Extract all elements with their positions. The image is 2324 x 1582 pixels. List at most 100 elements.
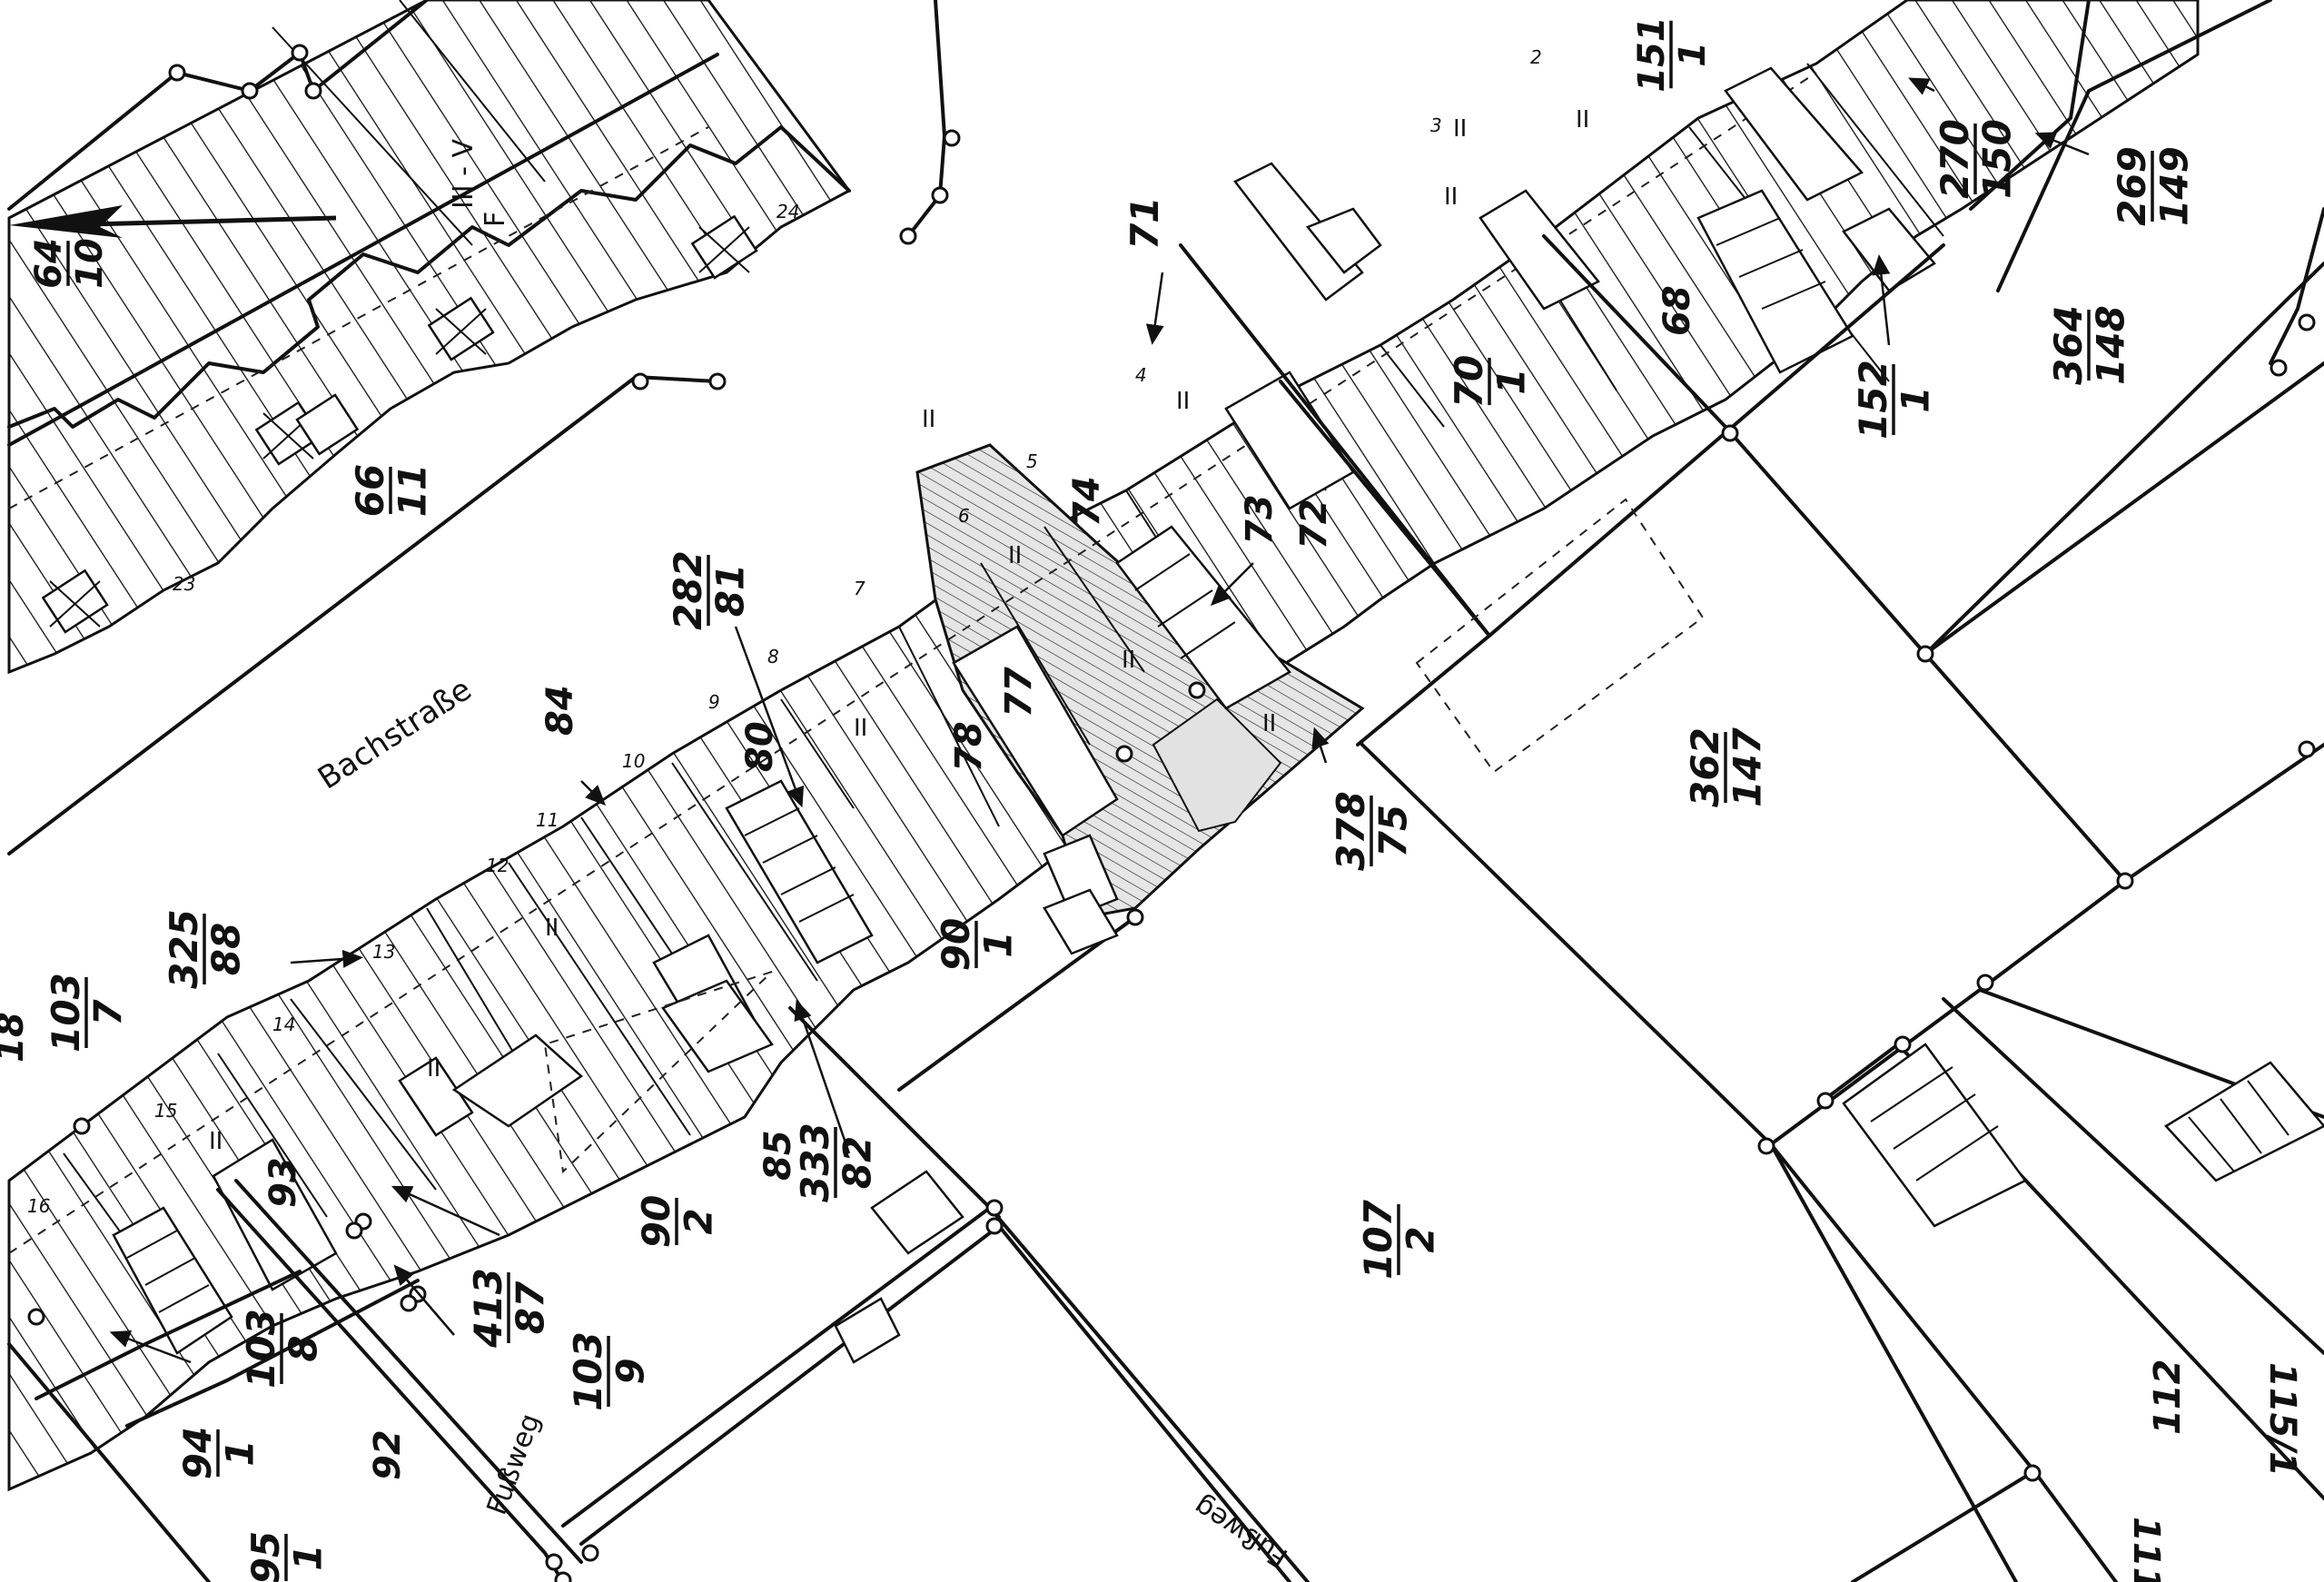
house-number-11: 11: [536, 809, 559, 831]
leader-arrows: [109, 77, 2090, 1364]
street-edge-nw: [7, 53, 719, 447]
building-nw-dashed-line: [8, 126, 709, 509]
parcel-112: 112: [2147, 1360, 2189, 1436]
fraction-numerator: 66: [348, 464, 392, 517]
parcel-line-362-west: [1724, 425, 2324, 883]
house-number-16: 16: [27, 1195, 50, 1217]
building-nw-divider-2: [399, 0, 546, 183]
parcel-line-fussweg-3: [561, 1206, 1310, 1582]
parcel-line-111: [1769, 1142, 2018, 1582]
crossed-boxes-nw: [41, 214, 758, 634]
parcel-71: 71: [1122, 197, 1167, 250]
parcel-80: 80: [739, 721, 781, 772]
street-name-bachstrasse: Bachstraße: [312, 671, 478, 796]
fraction-denominator: 9: [608, 1358, 653, 1384]
parcel-fraction-94-1: 941: [175, 1427, 262, 1479]
parcel-line-south-west: [788, 1006, 1001, 1219]
fraction-denominator: 149: [2152, 146, 2197, 226]
parcel-fraction-90-2: 902: [634, 1195, 721, 1248]
parcel-line-east: [1923, 262, 2324, 656]
house-number-10: 10: [622, 750, 645, 772]
parcel-fraction-90-1: 901: [934, 918, 1021, 971]
annexes-southeast: [834, 888, 2324, 1364]
svg-text:II: II: [545, 915, 559, 942]
fraction-denominator: 7: [86, 999, 131, 1026]
parcel-line-150: [1969, 0, 2091, 211]
svg-text:II: II: [922, 406, 935, 433]
parcel-line-nw-top: [7, 0, 429, 211]
parcel-line-90-1: [897, 915, 1137, 1092]
house-number-5: 5: [1026, 450, 1038, 472]
fraction-numerator: 413: [466, 1268, 510, 1349]
fraction-numerator: 325: [162, 909, 206, 989]
svg-text:II: II: [1262, 710, 1276, 737]
svg-text:II: II: [1008, 542, 1022, 569]
parcel-85: 85: [757, 1130, 799, 1181]
parcel-line-fussweg-4: [579, 1224, 1291, 1582]
parcel-line-364-top: [2269, 207, 2324, 365]
house-number-13: 13: [372, 941, 395, 963]
parcel-84: 84: [539, 685, 581, 736]
fraction-numerator: 64: [28, 238, 70, 289]
direction-arrow: [9, 205, 337, 238]
parcel-77: 77: [998, 667, 1040, 717]
fraction-denominator: 1: [1672, 42, 1714, 67]
parcel-fraction-70-1: 701: [1447, 355, 1534, 408]
fraction-denominator: 11: [391, 464, 435, 517]
parcel-line-92: [125, 1279, 420, 1428]
parcel-fraction-95-1: 951: [243, 1531, 331, 1582]
parcel-line-362-east: [1923, 361, 2324, 656]
parcel-18: 18: [0, 1012, 32, 1063]
fraction-denominator: 88: [204, 923, 249, 975]
parcel-numbers: 71 74 73 72 77 78 80 84 85 68 93 92 112 …: [0, 197, 2303, 1582]
selected-annex: [1152, 697, 1282, 833]
fraction-numerator: 269: [2110, 146, 2154, 226]
house-number-23: 23: [173, 573, 195, 595]
flag-label: F: [480, 212, 511, 227]
parcel-72: 72: [1293, 499, 1335, 549]
parcel-68: 68: [1656, 285, 1698, 336]
fraction-numerator: 151: [1631, 16, 1673, 93]
fraction-numerator: 364: [2046, 305, 2091, 385]
parcel-111: 111: [2125, 1517, 2167, 1582]
fraction-denominator: 2: [677, 1208, 721, 1234]
fraction-denominator: 147: [1726, 727, 1770, 806]
svg-text:II: II: [209, 1128, 223, 1155]
fraction-denominator: 87: [509, 1280, 553, 1334]
fraction-numerator: 95: [243, 1531, 288, 1582]
parcel-line-72: [1279, 380, 1491, 638]
fraction-denominator: 1: [218, 1439, 262, 1466]
fraction-numerator: 90: [934, 918, 978, 971]
house-number-8: 8: [767, 646, 779, 667]
svg-text:II: II: [1453, 115, 1467, 143]
house-number-4: 4: [1135, 364, 1147, 386]
block-northwest: [7, 0, 946, 855]
fraction-numerator: 333: [793, 1122, 837, 1202]
fraction-denominator: 10: [69, 238, 111, 289]
fraction-denominator: 148: [2089, 305, 2133, 385]
fraction-numerator: 103: [44, 973, 88, 1053]
svg-text:II: II: [1444, 183, 1458, 211]
fraction-numerator: 70: [1447, 355, 1491, 408]
parcel-92: 92: [367, 1429, 409, 1480]
fraction-denominator: 1: [1894, 386, 1938, 412]
house-number-14: 14: [272, 1013, 295, 1035]
svg-text:II: II: [854, 715, 867, 742]
house-numbers: 2 3 4 5 6 7 8 9 10 11 12 13 14 15 16 23 …: [27, 46, 1542, 1217]
parcel-line-lane-112-b: [1942, 997, 2324, 1355]
parcel-73: 73: [1239, 494, 1281, 545]
fraction-denominator: 2: [1399, 1226, 1443, 1252]
